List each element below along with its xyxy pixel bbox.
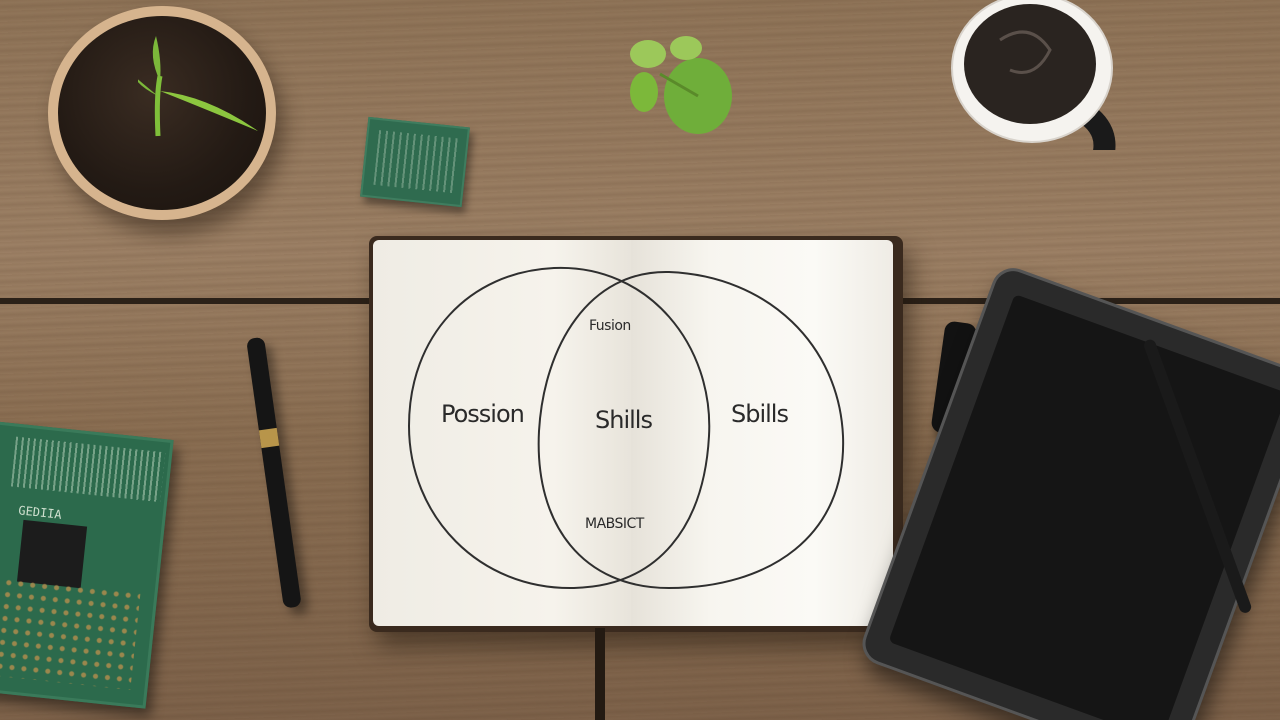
pen (246, 336, 302, 609)
soil (58, 16, 266, 210)
venn-right-label: Sbills (731, 400, 789, 428)
left-circle (407, 266, 711, 590)
bookmark-ribbon (595, 628, 605, 720)
venn-center-label: Shills (595, 406, 653, 434)
coffee-cup-icon (951, 0, 1116, 150)
venn-bottom-overlap-label: MABSICT (585, 516, 644, 532)
tablet (856, 262, 1280, 720)
large-circuit-board: GEDIIA (0, 421, 174, 709)
right-circle (537, 270, 845, 590)
venn-top-overlap-label: Fusion (589, 318, 631, 334)
notebook-right-page (631, 240, 893, 626)
notebook: Fusion Possion Shills Sbills MABSICT (369, 236, 903, 632)
plant-sprig-icon (630, 36, 732, 134)
pcb-pads (0, 574, 141, 690)
venn-left-label: Possion (441, 400, 525, 428)
pcb-traces (10, 436, 166, 503)
venn-diagram (407, 266, 845, 590)
small-circuit-board (360, 116, 470, 208)
seedling-icon (138, 36, 258, 137)
seedling-pot (48, 6, 276, 220)
